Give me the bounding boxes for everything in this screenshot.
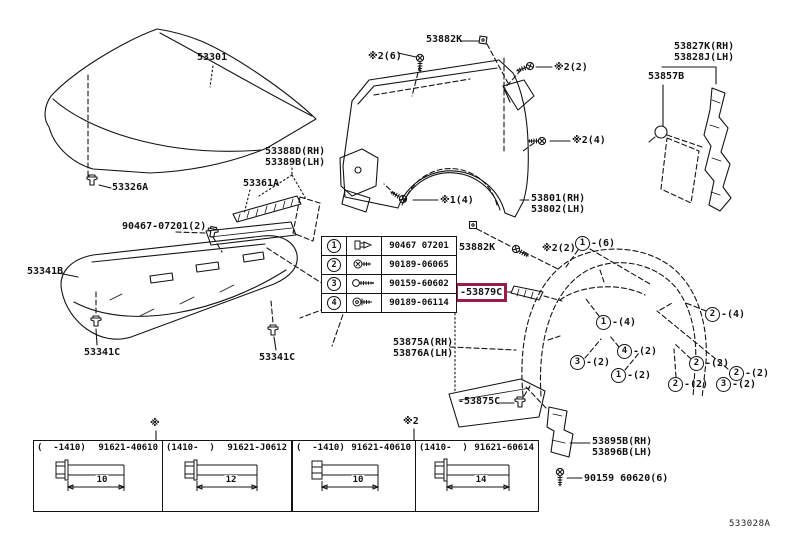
callout-4-qty2[interactable]: 4-(2) (617, 344, 657, 359)
highlighted-part-53879c[interactable]: -53879C (455, 283, 508, 302)
callout-circle: 4 (617, 344, 632, 359)
callout-3-qty2[interactable]: 3-(2) (570, 355, 610, 370)
fastener-legend-table: 1 90467 07201 2 90189-06065 3 90159-6060… (321, 236, 457, 313)
label-insulator-clip-right[interactable]: 53341C (259, 352, 296, 363)
table-marker-1: ※ (150, 418, 160, 429)
label-hood-weatherstrip[interactable]: 53361A (243, 178, 280, 189)
protector-outline (648, 66, 732, 212)
bolt-spec-cell-2[interactable]: (1410- ) 91621-J0612 12 (163, 441, 291, 511)
date-range: ( -1410) (296, 443, 345, 453)
push-clip-icon (354, 240, 373, 249)
hood-insulator-outline (57, 231, 349, 351)
legend-part: 90189-06065 (381, 255, 457, 275)
figure-code: 533028A (729, 519, 771, 529)
label-bracket-screw-pn[interactable]: 90159 60620(6) (584, 473, 669, 484)
legend-row[interactable]: 2 90189-06065 (321, 255, 457, 275)
fender-liner-outline (448, 248, 707, 428)
label-note2-qty2-top: ※2(2) (554, 62, 588, 73)
bolt-table-group2: ( -1410) 91621-40610 10 (1410- ) 91621-606… (292, 440, 539, 512)
callout-circle: 3 (570, 355, 585, 370)
hood-outline (44, 28, 317, 177)
legend-row[interactable]: 1 90467 07201 (321, 236, 457, 256)
label-fender-nut-mid[interactable]: 53882K (459, 242, 496, 253)
label-fender-liner-lh[interactable]: 53876A(LH) (393, 348, 454, 359)
label-note2-qty2-mid: ※2(2) (542, 243, 576, 254)
label-note2-qty4: ※2(4) (572, 135, 606, 146)
label-insulator-clip-pn[interactable]: 90467-07201(2) (122, 221, 207, 232)
label-protector-rh[interactable]: 53827K(RH) (674, 41, 735, 52)
callout-1-qty4[interactable]: 1-(4) (596, 315, 636, 330)
legend-row[interactable]: 4 90189-06114 (321, 293, 457, 313)
legend-part: 90189-06114 (381, 293, 457, 313)
callout-2-qty2-b[interactable]: 2-(2) (668, 377, 708, 392)
label-fender-liner-rh[interactable]: 53875A(RH) (393, 337, 454, 348)
bolt-spec-cell-4[interactable]: (1410- ) 91621-60614 14 (416, 441, 538, 511)
bolt-drawing (311, 460, 380, 491)
callout-circle: 1 (611, 368, 626, 383)
bolt-part-number: 91621-60614 (474, 443, 534, 453)
bolt-drawing (55, 459, 126, 491)
bolt-length-dim: 12 (224, 475, 238, 485)
label-insulator-clip-left[interactable]: 53341C (84, 347, 121, 358)
legend-num-circle: 2 (327, 258, 341, 272)
callout-circle: 2 (705, 307, 720, 322)
legend-part: 90159-60602 (381, 274, 457, 294)
hood-seal-strips (205, 167, 321, 246)
bolt-spec-cell-1[interactable]: ( -1410) 91621-40610 10 (34, 441, 163, 511)
label-hood-support-clip[interactable]: 53326A (112, 182, 149, 193)
bolt-part-number: 91621-40610 (98, 443, 158, 453)
callout-circle: 2 (729, 366, 744, 381)
callout-1-qty2[interactable]: 1-(2) (611, 368, 651, 383)
bolt-spec-cell-3[interactable]: ( -1410) 91621-40610 10 (293, 441, 416, 511)
date-range: (1410- ) (419, 443, 468, 453)
bolt-length-dim: 10 (95, 475, 109, 485)
callout-leaders (565, 248, 729, 378)
label-fender-rh[interactable]: 53801(RH) (531, 193, 586, 204)
label-hood-seal-lh[interactable]: 53389B(LH) (265, 157, 326, 168)
bolt-part-number: 91621-J0612 (227, 443, 287, 453)
label-liner-bracket-lh[interactable]: 53896B(LH) (592, 447, 653, 458)
callout-circle: 2 (689, 356, 704, 371)
tapping-screw-icon (352, 278, 374, 287)
fender-outline (339, 57, 535, 218)
legend-row[interactable]: 3 90159-60602 (321, 274, 457, 294)
label-note2-qty6: ※2(6) (368, 51, 402, 62)
bolt-part-number: 91621-40610 (351, 443, 411, 453)
callout-2-qty2-a[interactable]: 2-(2) (689, 356, 729, 371)
callout-1-qty6[interactable]: 1-(6) (575, 236, 615, 251)
callout-3-qty2-b[interactable]: 3-(2) (716, 377, 756, 392)
label-note1-qty4: ※1(4) (440, 195, 474, 206)
label-liner-bracket-rh[interactable]: 53895B(RH) (592, 436, 653, 447)
callout-2-qty4[interactable]: 2-(4) (705, 307, 745, 322)
legend-num-circle: 4 (327, 296, 341, 310)
callout-circle: 1 (596, 315, 611, 330)
label-fender-nut-top[interactable]: 53882K (426, 34, 463, 45)
bolt-drawing (184, 459, 259, 491)
label-fender-lh[interactable]: 53802(LH) (531, 204, 586, 215)
table-marker-2: ※2 (403, 416, 419, 427)
bolt-drawing (434, 458, 511, 491)
date-range: (1410- ) (166, 443, 215, 453)
callout-circle: 3 (716, 377, 731, 392)
label-protector-lh[interactable]: 53828J(LH) (674, 52, 735, 63)
callout-2-qty2-c[interactable]: 2-(2) (729, 366, 769, 381)
bolt-length-dim: 10 (351, 475, 365, 485)
legend-part: 90467 07201 (381, 236, 457, 256)
bolt-table-group1: ( -1410) 91621-40610 10 (1410- ) 91621-J06… (33, 440, 292, 512)
label-hood-seal-rh[interactable]: 53388D(RH) (265, 146, 326, 157)
screw-grommet-icon (353, 259, 371, 268)
bolt-length-dim: 14 (474, 475, 488, 485)
label-pad-lower[interactable]: -53875C (458, 396, 501, 407)
label-hood-insulator[interactable]: 53341B (27, 266, 64, 277)
date-range: ( -1410) (37, 443, 86, 453)
label-hood[interactable]: 53301 (197, 52, 228, 63)
washer-screw-icon (352, 297, 372, 306)
liner-bracket-outline (546, 406, 591, 479)
legend-num-circle: 1 (327, 239, 341, 253)
label-protector-retainer[interactable]: 53857B (648, 71, 685, 82)
callout-circle: 2 (668, 377, 683, 392)
callout-circle: 1 (575, 236, 590, 251)
legend-num-circle: 3 (327, 277, 341, 291)
